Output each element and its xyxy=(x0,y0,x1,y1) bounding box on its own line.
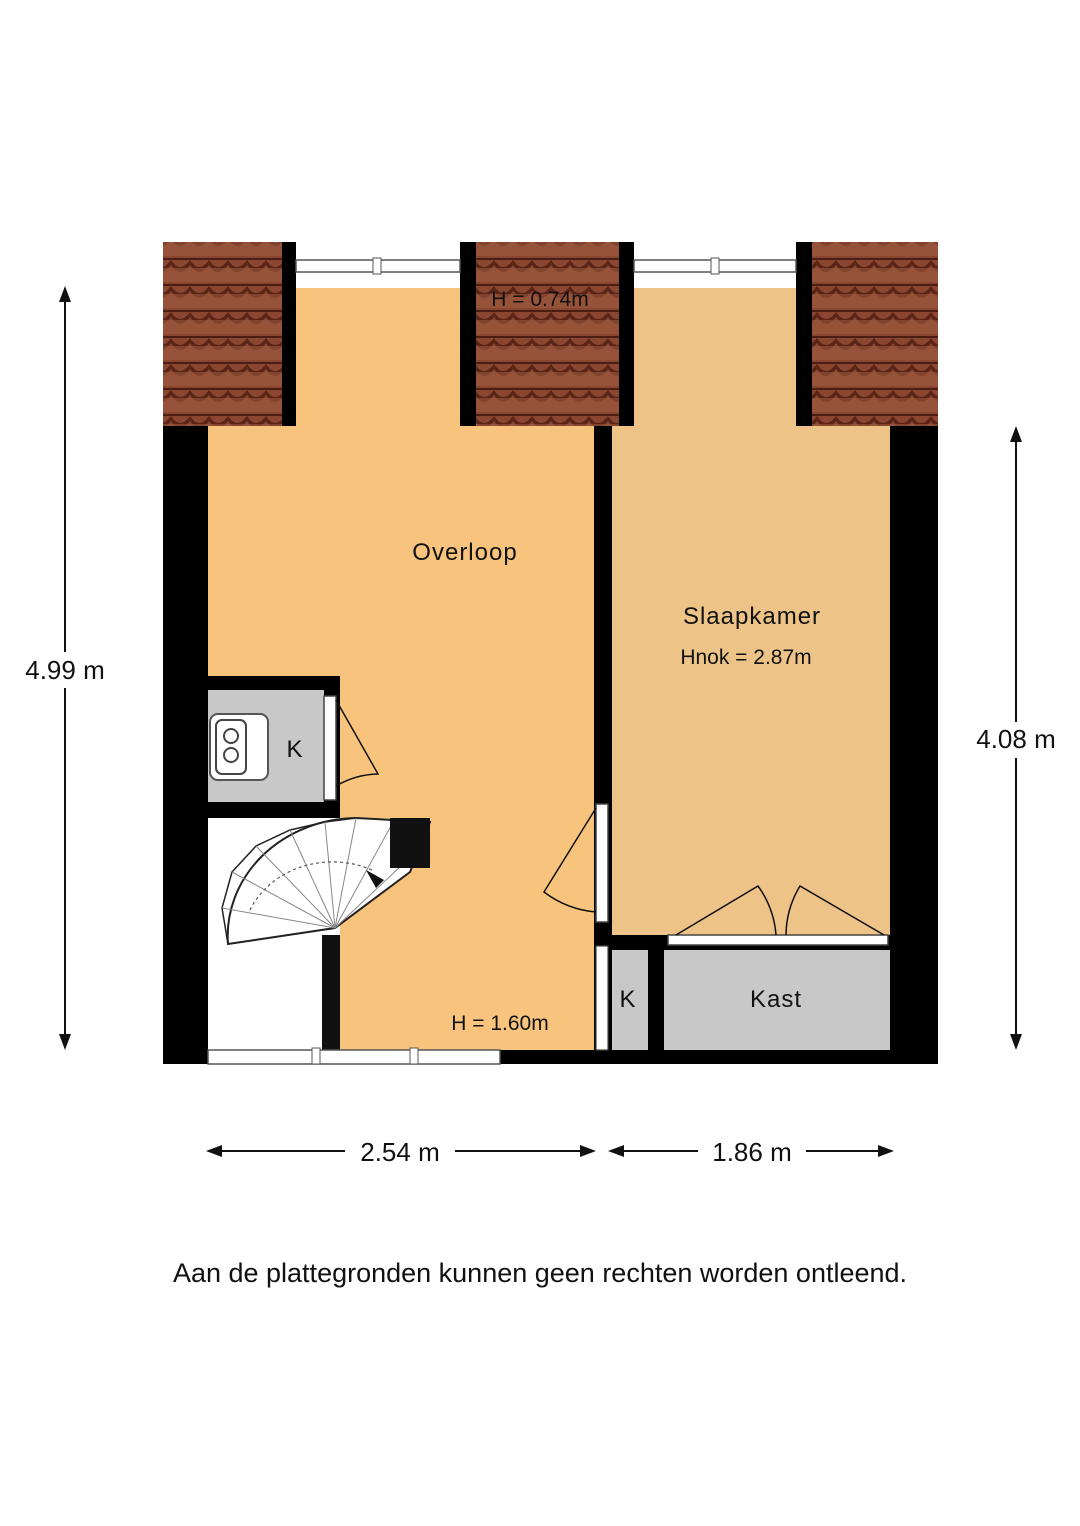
window-top-right xyxy=(633,242,797,288)
dimension-left-label: 4.99 m xyxy=(25,655,105,685)
slaapkamer-door xyxy=(543,803,609,923)
dimension-right-label: 4.08 m xyxy=(976,724,1056,754)
bottom-height-label: H = 1.60m xyxy=(451,1012,548,1035)
window-bottom xyxy=(207,1047,501,1065)
dimension-bottom-left-label: 2.54 m xyxy=(360,1137,440,1167)
dimension-left-vertical xyxy=(15,286,115,1050)
dormer-height-label: H = 0.74m xyxy=(491,288,588,311)
dimension-right-vertical xyxy=(964,426,1068,1050)
kast-floor xyxy=(664,950,890,1050)
disclaimer-text: Aan de plattegronden kunnen geen rechten… xyxy=(172,1258,908,1288)
spiral-stair xyxy=(221,816,432,946)
toilet-icon xyxy=(215,719,247,775)
closet-right xyxy=(612,950,648,1050)
slaapkamer-floor xyxy=(612,288,890,935)
room-label-kast: Kast xyxy=(750,986,802,1013)
roof-right xyxy=(812,242,938,426)
slaapkamer-height-label: Hnok = 2.87m xyxy=(680,646,811,669)
roof-left xyxy=(163,242,282,426)
kast-doors xyxy=(667,884,889,946)
dimension-bottom-left xyxy=(206,1145,596,1157)
room-label-k-right: K xyxy=(619,986,636,1013)
dimension-bottom-right xyxy=(608,1145,894,1157)
stair-direction-arrow xyxy=(366,870,384,888)
closet-left-door xyxy=(323,695,380,801)
room-label-k-left: K xyxy=(286,736,303,763)
closet-right-door xyxy=(595,945,609,1051)
overloop-floor xyxy=(208,288,594,1050)
roof-middle xyxy=(476,242,619,426)
dimension-bottom-right-label: 1.86 m xyxy=(712,1137,792,1167)
stair-railing-side xyxy=(322,935,340,1050)
stair-railing-top xyxy=(390,818,430,868)
window-top-left xyxy=(295,242,461,288)
room-label-overloop: Overloop xyxy=(412,539,517,566)
room-label-slaapkamer: Slaapkamer xyxy=(683,603,821,630)
